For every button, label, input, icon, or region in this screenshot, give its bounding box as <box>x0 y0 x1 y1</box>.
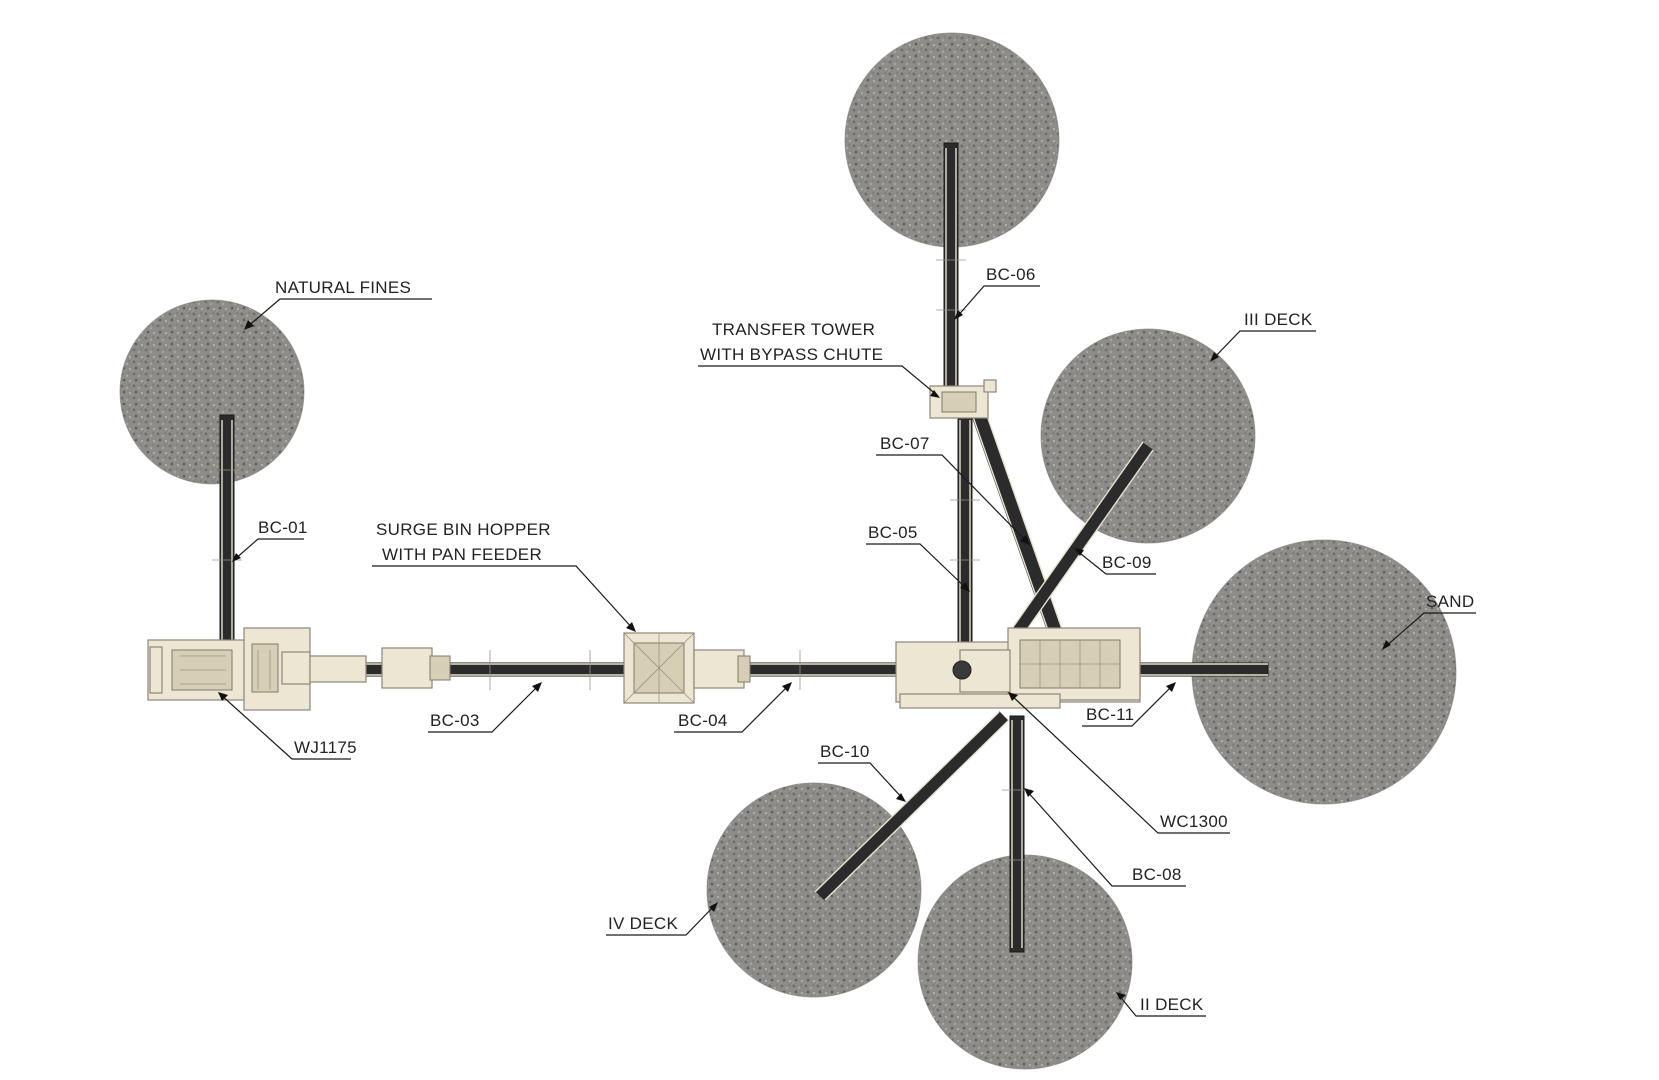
label-natural-fines: NATURAL FINES <box>275 278 411 297</box>
label-bc-07: BC-07 <box>880 434 930 453</box>
conveyor-bc-09 <box>1010 441 1154 639</box>
conveyor-bc-06 <box>943 142 959 392</box>
stockpile-sand <box>1192 540 1456 804</box>
stockpiles <box>119 32 1457 1070</box>
label-surge-bin-line1: SURGE BIN HOPPER <box>376 520 551 539</box>
label-bc-01: BC-01 <box>258 518 308 537</box>
label-bc-08: BC-08 <box>1132 865 1182 884</box>
stockpile-top <box>845 33 1059 247</box>
stockpile-ii-deck <box>918 855 1132 1069</box>
label-wj1175: WJ1175 <box>294 738 357 757</box>
stockpile-iv-deck <box>707 783 921 997</box>
machine-transfer-tower <box>929 379 997 419</box>
label-bc-10: BC-10 <box>820 742 870 761</box>
label-bc-03: BC-03 <box>430 711 480 730</box>
label-bc-09: BC-09 <box>1102 553 1152 572</box>
conveyor-bc-10 <box>814 711 1010 901</box>
machine-surge-bin-hopper <box>623 632 751 704</box>
label-bc-05: BC-05 <box>868 523 918 542</box>
labels: NATURAL FINES BC-01 SURGE BIN HOPPER WIT… <box>258 265 1474 1014</box>
machine-wj1175 <box>147 627 451 711</box>
machine-wc1300 <box>895 627 1141 709</box>
stockpile-iii-deck <box>1041 329 1255 543</box>
machines <box>147 379 1141 711</box>
conveyor-bc-04 <box>739 662 921 677</box>
conveyor-bc-11 <box>1139 662 1269 677</box>
stockpile-natural-fines <box>120 300 304 484</box>
label-transfer-tower-line2: WITH BYPASS CHUTE <box>700 345 883 364</box>
conveyor-bc-01 <box>219 414 235 646</box>
conveyor-bc-05 <box>957 415 973 647</box>
label-bc-04: BC-04 <box>678 711 728 730</box>
label-bc-06: BC-06 <box>986 265 1036 284</box>
label-wc1300: WC1300 <box>1160 812 1228 831</box>
label-iv-deck: IV DECK <box>608 914 678 933</box>
label-ii-deck: II DECK <box>1140 995 1204 1014</box>
conveyor-bc-08 <box>1009 715 1025 953</box>
label-sand: SAND <box>1426 592 1474 611</box>
label-bc-11: BC-11 <box>1086 705 1134 724</box>
leader-lines <box>218 285 1476 1017</box>
label-iii-deck: III DECK <box>1244 310 1313 329</box>
label-surge-bin-line2: WITH PAN FEEDER <box>382 545 542 564</box>
label-transfer-tower-line1: TRANSFER TOWER <box>712 320 875 339</box>
